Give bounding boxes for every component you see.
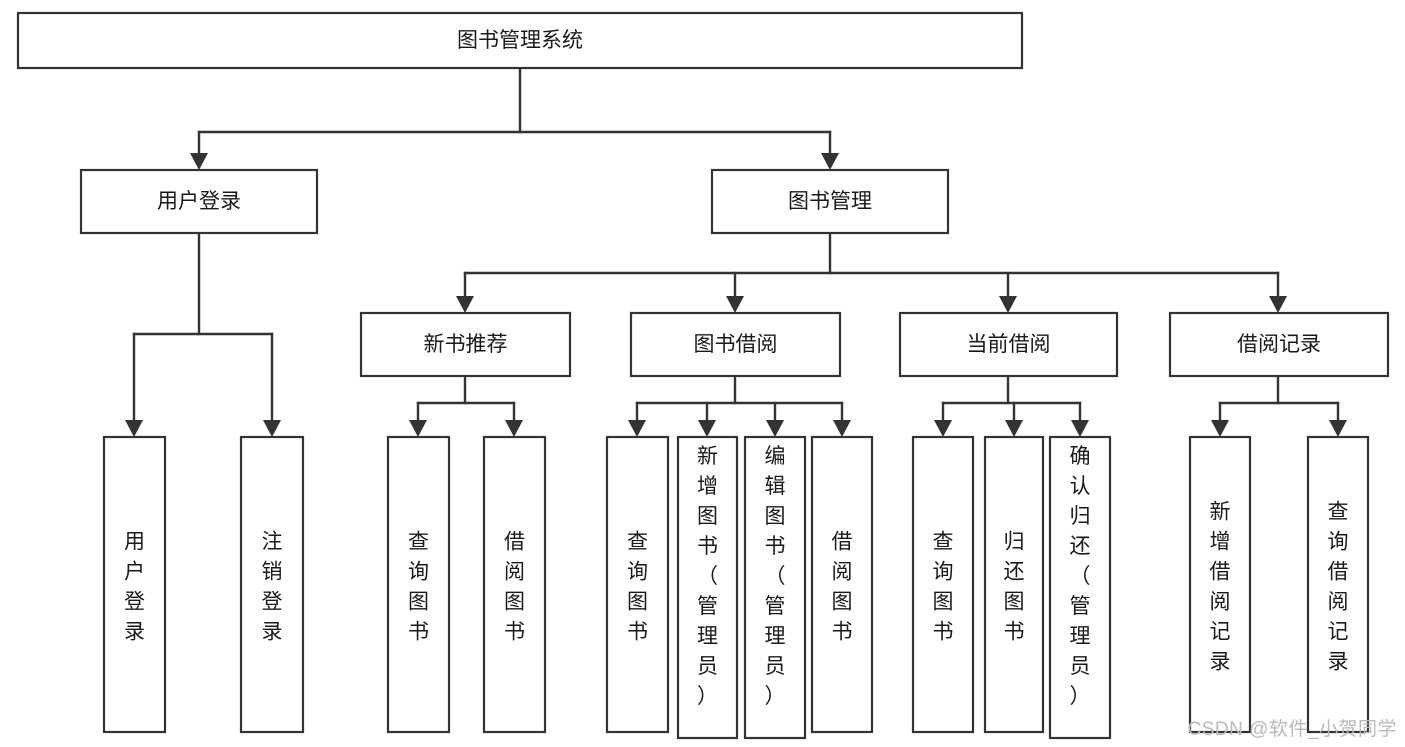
node-box[interactable] [676,435,739,740]
node-leaf-9[interactable]: 归还图书 [983,435,1045,734]
arrow-head-icon [1005,420,1023,437]
arrow-head-icon [833,420,851,437]
arrow-head-icon [456,296,474,313]
node-box[interactable] [359,311,572,378]
nodes-layer: 图书管理系统用户登录图书管理新书推荐图书借阅当前借阅借阅记录用户登录注销登录查询… [16,11,1390,740]
arrow-head-icon [934,420,952,437]
node-label: 查询图书 [408,531,429,644]
node-label: 图书借阅 [694,333,778,356]
node-leaf-4[interactable]: 查询图书 [605,435,670,734]
node-label: 查询图书 [627,531,648,644]
arrow-head-icon [1269,296,1287,313]
node-label: 新增借阅记录 [1210,501,1231,674]
node-box[interactable] [605,435,670,734]
node-leaf-2[interactable]: 查询图书 [386,435,451,734]
connectors-layer [125,66,1347,437]
node-label: 查询图书 [933,531,954,644]
node-leaf-12[interactable]: 查询借阅记录 [1306,435,1370,734]
arrow-head-icon [821,153,839,170]
node-box[interactable] [239,435,305,734]
connector-userlogin-to-leaves [132,231,274,336]
connector-current-to-leaves [941,374,1082,405]
node-box[interactable] [79,168,319,235]
node-level3-1-图书借阅[interactable]: 图书借阅 [629,311,842,378]
node-leaf-6[interactable]: 编辑图书（管理员） [743,435,807,740]
node-box[interactable] [16,11,1024,70]
node-box[interactable] [898,311,1119,378]
arrow-head-icon [999,296,1017,313]
node-box[interactable] [1168,311,1390,378]
node-label: 图书管理 [788,190,872,213]
node-box[interactable] [983,435,1045,734]
arrow-head-icon [263,420,281,437]
node-box[interactable] [386,435,451,734]
node-label: 用户登录 [157,190,241,213]
node-label: 查询借阅记录 [1328,501,1349,674]
csdn-watermark: CSDN @软件_小贺同学 [1187,719,1397,740]
arrow-head-icon [726,296,744,313]
node-box[interactable] [102,435,167,734]
arrow-head-icon [766,420,784,437]
arrow-head-icon [628,420,646,437]
node-图书管理系统-root[interactable]: 图书管理系统 [16,11,1024,70]
node-label: 新增图书（管理员） [697,445,718,708]
node-box[interactable] [710,168,950,235]
node-label: 图书管理系统 [457,29,583,52]
arrow-head-icon [1211,420,1229,437]
node-leaf-0[interactable]: 用户登录 [102,435,167,734]
node-leaf-8[interactable]: 查询图书 [911,435,975,734]
arrow-head-icon [409,420,427,437]
node-level2-1-图书管理[interactable]: 图书管理 [710,168,950,235]
node-leaf-10[interactable]: 确认归还（管理员） [1048,435,1112,740]
node-box[interactable] [810,435,874,734]
connector-bookmgmt-to-level3 [463,231,1280,275]
node-label: 当前借阅 [967,333,1051,356]
node-box[interactable] [1188,435,1252,734]
node-leaf-11[interactable]: 新增借阅记录 [1188,435,1252,734]
node-label: 确认归还（管理员） [1070,445,1091,708]
connector-record-to-leaves [1218,374,1340,405]
arrow-head-icon [698,420,716,437]
node-box[interactable] [1306,435,1370,734]
node-label: 归还图书 [1004,531,1025,644]
node-label: 借阅图书 [504,531,525,644]
node-label: 用户登录 [124,531,145,644]
connector-newbook-to-leaves [416,374,516,405]
node-leaf-7[interactable]: 借阅图书 [810,435,874,734]
node-level3-2-当前借阅[interactable]: 当前借阅 [898,311,1119,378]
node-leaf-1[interactable]: 注销登录 [239,435,305,734]
node-box[interactable] [629,311,842,378]
arrow-head-icon [1329,420,1347,437]
node-label: 编辑图书（管理员） [765,445,786,708]
node-leaf-5[interactable]: 新增图书（管理员） [676,435,739,740]
node-label: 借阅记录 [1237,333,1321,356]
node-box[interactable] [911,435,975,734]
node-level2-0-用户登录[interactable]: 用户登录 [79,168,319,235]
node-label: 新书推荐 [424,333,508,356]
arrow-head-icon [190,153,208,170]
node-leaf-3[interactable]: 借阅图书 [482,435,547,734]
node-level3-3-借阅记录[interactable]: 借阅记录 [1168,311,1390,378]
node-label: 注销登录 [262,531,283,644]
arrow-head-icon [125,420,143,437]
connector-borrow-to-leaves [635,374,844,405]
connector-root-to-level2 [197,66,832,134]
node-box[interactable] [1048,435,1112,740]
node-box[interactable] [482,435,547,734]
node-label: 借阅图书 [832,531,853,644]
arrow-head-icon [1071,420,1089,437]
arrow-head-icon [505,420,523,437]
node-box[interactable] [743,435,807,740]
node-level3-0-新书推荐[interactable]: 新书推荐 [359,311,572,378]
